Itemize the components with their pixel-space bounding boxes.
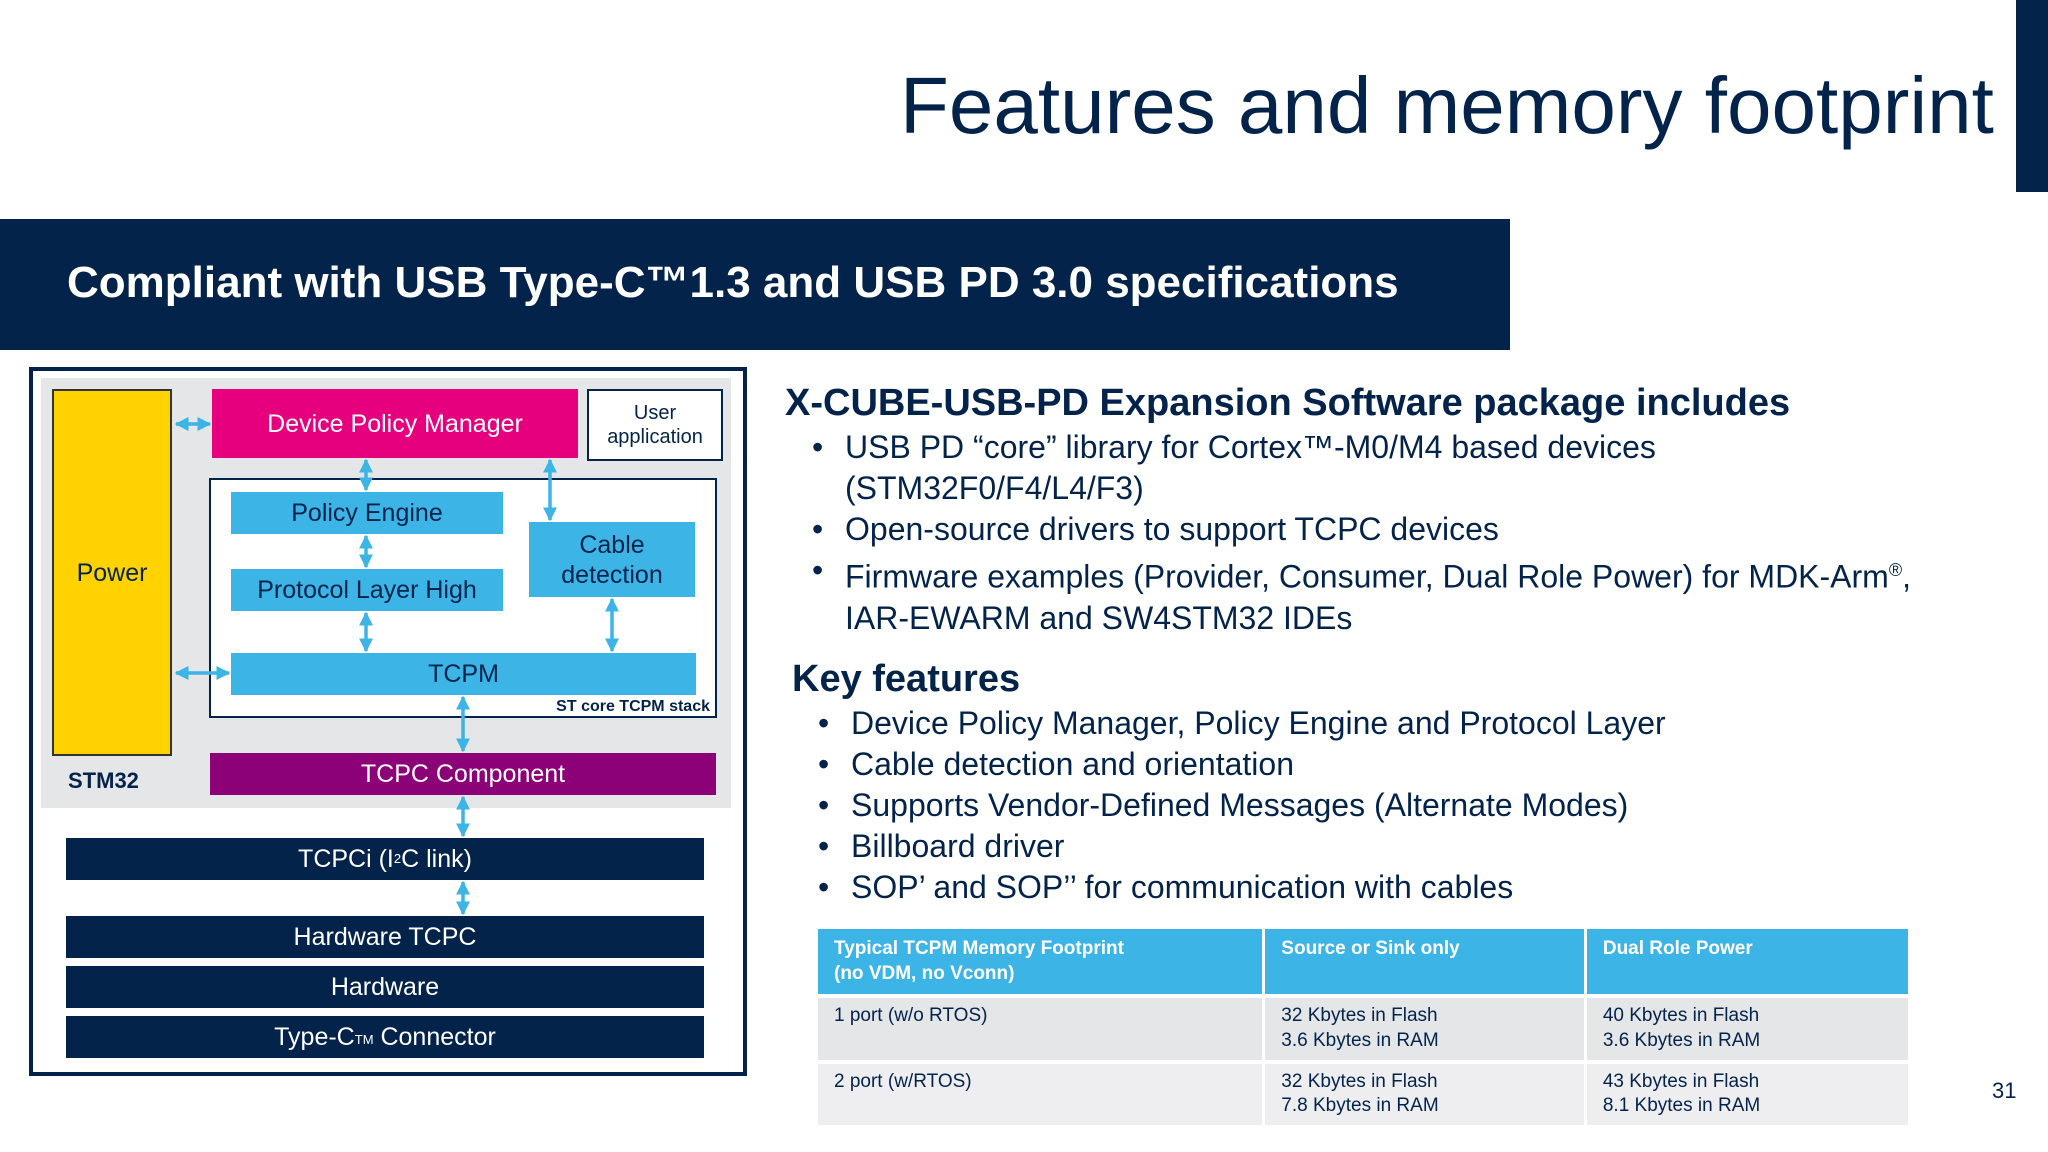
cell-line: 32 Kbytes in Flash bbox=[1281, 1070, 1438, 1092]
table-header-cell: Source or Sink only bbox=[1263, 929, 1587, 997]
tcpci-suffix: C link) bbox=[401, 845, 472, 873]
cell-line: 8.1 Kbytes in RAM bbox=[1602, 1095, 1761, 1117]
stm32-label: STM32 bbox=[68, 768, 139, 793]
key-features-list: Device Policy Manager, Policy Engine and… bbox=[818, 703, 1666, 908]
list-item: Device Policy Manager, Policy Engine and… bbox=[818, 703, 1666, 744]
cell-line: 2 port (w/RTOS) bbox=[834, 1070, 972, 1092]
user-application-block: User application bbox=[587, 389, 723, 461]
bullet-line: IAR-EWARM and SW4STM32 IDEs bbox=[845, 599, 1353, 636]
table-cell: 1 port (w/o RTOS) bbox=[818, 994, 1266, 1062]
cell-line: 3.6 Kbytes in RAM bbox=[1281, 1030, 1439, 1052]
device-policy-manager-block: Device Policy Manager bbox=[212, 389, 578, 458]
table-header-row: Typical TCPM Memory Footprint (no VDM, n… bbox=[818, 929, 1908, 997]
header-line: Source or Sink only bbox=[1281, 938, 1460, 959]
key-features-heading: Key features bbox=[792, 658, 1021, 700]
tcpm-block: TCPM bbox=[231, 653, 696, 695]
banner bbox=[0, 219, 1510, 350]
list-item: Supports Vendor-Defined Messages (Altern… bbox=[818, 785, 1666, 826]
connector-suffix: Connector bbox=[373, 1023, 496, 1051]
page-number: 31 bbox=[1992, 1078, 2017, 1103]
protocol-layer-high-block: Protocol Layer High bbox=[231, 569, 503, 611]
memory-footprint-table: Typical TCPM Memory Footprint (no VDM, n… bbox=[818, 929, 1908, 1126]
list-item: Cable detection and orientation bbox=[818, 744, 1666, 785]
table-row: 1 port (w/o RTOS) 32 Kbytes in Flash 3.6… bbox=[818, 994, 1908, 1062]
tcpc-component-block: TCPC Component bbox=[210, 753, 716, 795]
bullet-line: Firmware examples (Provider, Consumer, D… bbox=[845, 558, 1889, 595]
header-line: Typical TCPM Memory Footprint bbox=[834, 938, 1124, 959]
table-cell: 32 Kbytes in Flash 7.8 Kbytes in RAM bbox=[1263, 1059, 1587, 1126]
bullet-line: Open-source drivers to support TCPC devi… bbox=[845, 511, 1499, 547]
table-header-cell: Typical TCPM Memory Footprint (no VDM, n… bbox=[818, 929, 1266, 997]
header-line: Dual Role Power bbox=[1602, 938, 1753, 959]
hardware-block: Hardware bbox=[66, 966, 704, 1008]
connector-tm: TM bbox=[354, 1032, 374, 1048]
list-item: SOP’ and SOP’’ for communication with ca… bbox=[818, 867, 1666, 908]
table-header-cell: Dual Role Power bbox=[1585, 929, 1908, 997]
header-line: (no VDM, no Vconn) bbox=[834, 962, 1015, 984]
stack-label: ST core TCPM stack bbox=[556, 698, 710, 715]
table-row: 2 port (w/RTOS) 32 Kbytes in Flash 7.8 K… bbox=[818, 1059, 1908, 1126]
list-item: Billboard driver bbox=[818, 826, 1666, 867]
connector-prefix: Type-C bbox=[274, 1023, 355, 1051]
table-cell: 32 Kbytes in Flash 3.6 Kbytes in RAM bbox=[1263, 994, 1587, 1062]
policy-engine-block: Policy Engine bbox=[231, 492, 503, 534]
list-item: Firmware examples (Provider, Consumer, D… bbox=[812, 550, 1911, 639]
cell-line: 1 port (w/o RTOS) bbox=[834, 1005, 988, 1027]
cell-line: 32 Kbytes in Flash bbox=[1281, 1005, 1438, 1027]
registered-mark: ® bbox=[1888, 560, 1903, 580]
cable-detection-block: Cable detection bbox=[529, 522, 695, 597]
cell-line: 7.8 Kbytes in RAM bbox=[1281, 1095, 1439, 1117]
bullet-tail: , bbox=[1902, 558, 1911, 595]
table-cell: 43 Kbytes in Flash 8.1 Kbytes in RAM bbox=[1585, 1059, 1908, 1126]
list-item: USB PD “core” library for Cortex™-M0/M4 … bbox=[812, 427, 1911, 509]
list-item: Open-source drivers to support TCPC devi… bbox=[812, 509, 1911, 550]
tcpci-superscript: 2 bbox=[393, 851, 402, 867]
cell-line: 40 Kbytes in Flash bbox=[1602, 1005, 1760, 1027]
cell-line: 43 Kbytes in Flash bbox=[1602, 1070, 1760, 1092]
cell-line: 3.6 Kbytes in RAM bbox=[1602, 1030, 1761, 1052]
package-heading: X-CUBE-USB-PD Expansion Software package… bbox=[785, 382, 1791, 424]
table-cell: 40 Kbytes in Flash 3.6 Kbytes in RAM bbox=[1585, 994, 1908, 1062]
power-block: Power bbox=[52, 389, 172, 756]
corner-accent-bar bbox=[2016, 0, 2048, 192]
slide-title: Features and memory footprint bbox=[900, 61, 1994, 150]
banner-text: Compliant with USB Type-C™1.3 and USB PD… bbox=[67, 258, 1399, 307]
package-bullet-list: USB PD “core” library for Cortex™-M0/M4 … bbox=[812, 427, 1911, 639]
bullet-line: USB PD “core” library for Cortex™-M0/M4 … bbox=[845, 429, 1656, 465]
tcpci-prefix: TCPCi (I bbox=[298, 845, 394, 873]
table-cell: 2 port (w/RTOS) bbox=[818, 1059, 1266, 1126]
hardware-tcpc-block: Hardware TCPC bbox=[66, 916, 704, 958]
bullet-line: (STM32F0/F4/L4/F3) bbox=[845, 470, 1144, 506]
